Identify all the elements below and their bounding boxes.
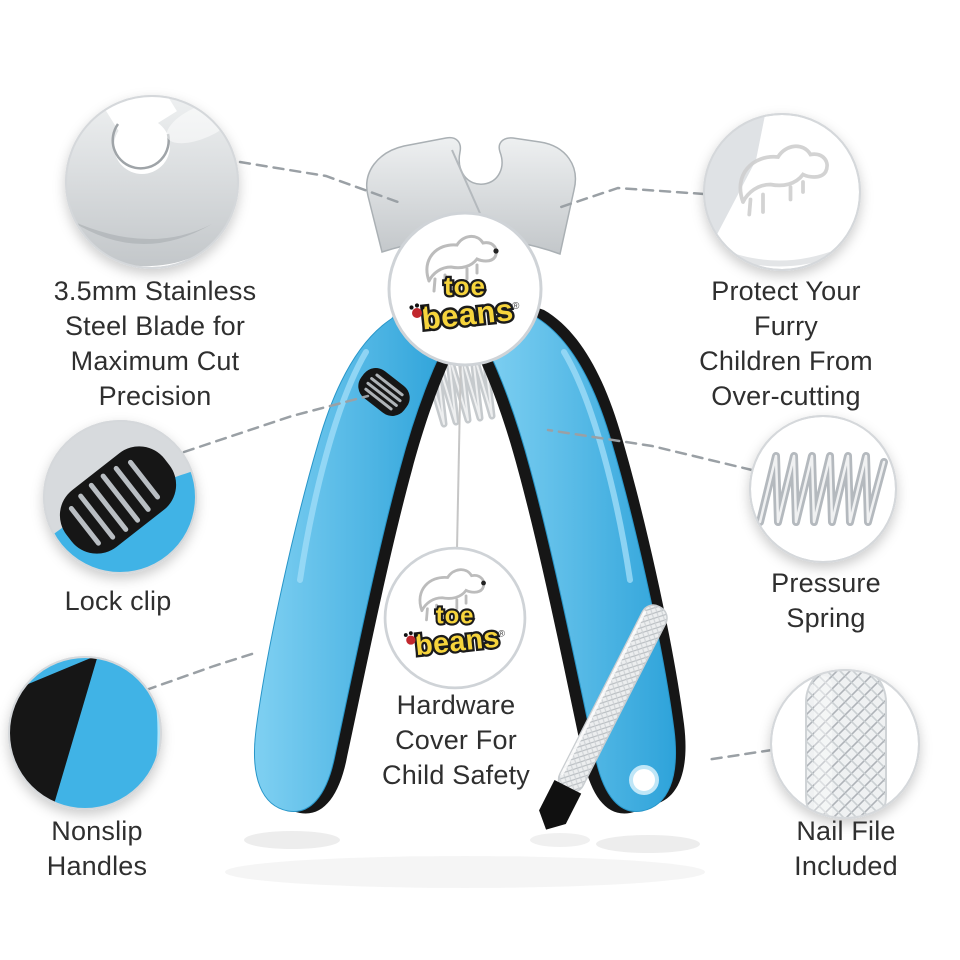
- callout-label-cover: Hardware Cover For Child Safety: [382, 690, 530, 791]
- callout-label-blade: 3.5mm Stainless Steel Blade for Maximum …: [53, 276, 257, 412]
- callout-label-file: Nail File Included: [794, 816, 898, 882]
- leader-line-spring: [546, 428, 754, 472]
- right-handle-highlight: [561, 349, 633, 583]
- leader-lines: [144, 160, 774, 762]
- lock-clip-zoom-icon: [44, 421, 196, 573]
- handle-zoom-icon: [9, 657, 161, 809]
- leader-line-blade: [238, 160, 400, 204]
- lock-clip: [358, 368, 410, 416]
- cover-connector-line: [456, 349, 462, 550]
- callout-label-handles: Nonslip Handles: [46, 816, 148, 882]
- leader-line-file: [704, 748, 774, 762]
- top-brand-badge: [389, 213, 541, 365]
- callout-label-guard: Protect Your Furry Children From Over-cu…: [699, 276, 873, 412]
- callout-circle-handles: [8, 656, 162, 810]
- left-handle-body: [253, 312, 449, 813]
- leader-line-handles: [144, 650, 260, 692]
- callout-circle-guard: [703, 113, 861, 271]
- callout-label-spring: Pressure Spring: [771, 568, 881, 634]
- callout-circle-blade: [65, 95, 239, 269]
- spring-zoom-icon: [756, 452, 888, 526]
- left-handle: [253, 312, 460, 814]
- file-zoom-icon: [805, 670, 887, 818]
- nail-file: [539, 604, 668, 830]
- callout-circle-file: [770, 669, 920, 819]
- callout-circle-spring: [749, 415, 897, 563]
- leader-line-lock: [182, 394, 370, 454]
- nail-file-tip: [539, 780, 582, 830]
- blade-zoom-icon: [66, 96, 238, 267]
- leader-line-guard: [556, 186, 706, 210]
- hardware-cover-badge: [385, 548, 525, 688]
- left-handle-highlight: [297, 349, 369, 583]
- floor-reflections: [225, 831, 705, 888]
- callout-circle-lock: [43, 420, 197, 574]
- callout-label-lock: Lock clip: [64, 586, 172, 616]
- lanyard-hole: [629, 765, 659, 795]
